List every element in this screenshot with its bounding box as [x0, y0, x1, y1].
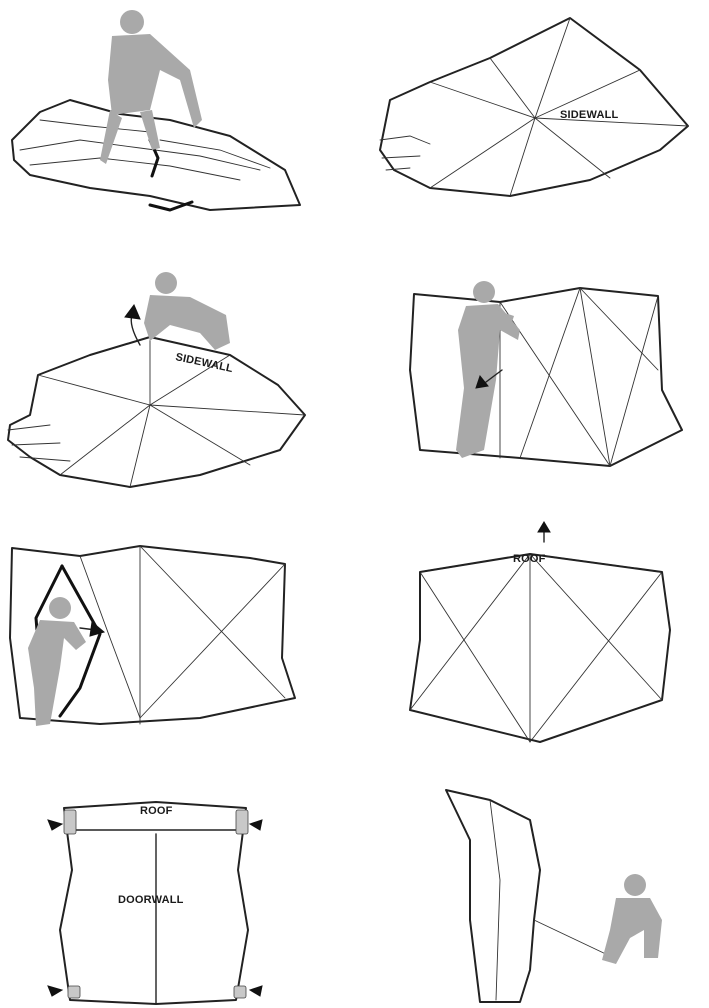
step-5-panel	[0, 538, 310, 738]
step-4-panel	[400, 270, 700, 480]
step-8-illustration	[430, 780, 709, 1008]
up-arrow	[538, 522, 550, 542]
step-3-illustration: SIDEWALL	[0, 265, 330, 495]
step-6-panel: ROOF	[400, 520, 700, 750]
step-1-illustration	[0, 0, 330, 230]
step-6-illustration: ROOF	[400, 520, 700, 750]
doorwall-label: DOORWALL	[118, 894, 184, 906]
roof-label: ROOF	[513, 553, 546, 565]
step-5-illustration	[0, 538, 310, 738]
up-arrow	[125, 305, 140, 345]
corner-arrow-bottom-right	[250, 986, 262, 996]
sidewall-label: SIDEWALL	[560, 109, 619, 121]
step-2-illustration: SIDEWALL	[370, 10, 700, 230]
step-3-panel: SIDEWALL	[0, 265, 330, 495]
step-4-illustration	[400, 270, 700, 480]
step-7-illustration: ROOF DOORWALL	[40, 790, 280, 1008]
corner-arrow-top-right	[250, 820, 262, 830]
corner-arrow-top-left	[48, 820, 62, 830]
step-2-panel: SIDEWALL	[370, 10, 700, 230]
step-1-panel	[0, 0, 330, 230]
person-figure	[602, 874, 662, 964]
step-7-panel: ROOF DOORWALL	[40, 790, 280, 1008]
step-8-panel	[430, 780, 709, 1008]
corner-arrow-bottom-left	[48, 986, 62, 996]
roof-label: ROOF	[140, 805, 173, 817]
